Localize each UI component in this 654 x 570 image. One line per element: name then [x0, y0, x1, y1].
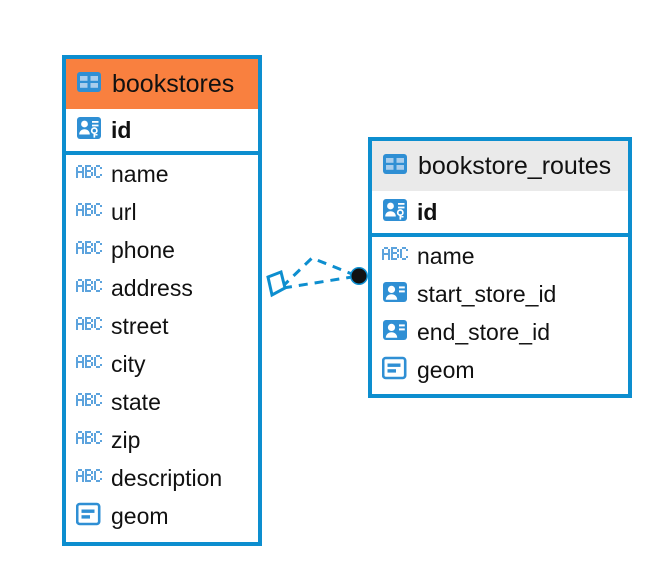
- field-label-zip: zip: [111, 426, 141, 453]
- field-label-start-store-id: start_store_id: [417, 280, 557, 307]
- field-label-city: city: [111, 350, 146, 377]
- field-row-start-store-id[interactable]: start_store_id: [372, 275, 628, 313]
- entity-bookstores-title: bookstores: [112, 69, 235, 98]
- field-row-name[interactable]: name: [66, 155, 258, 193]
- field-label-url: url: [111, 198, 137, 225]
- abc-text-icon: [76, 354, 102, 374]
- abc-text-icon: [76, 430, 102, 450]
- relationship-line-lower: [282, 275, 353, 290]
- field-label-address: address: [111, 274, 193, 301]
- field-row-zip[interactable]: zip: [66, 421, 258, 459]
- field-label-name: name: [111, 160, 169, 187]
- field-row-url[interactable]: url: [66, 193, 258, 231]
- field-row-description[interactable]: description: [66, 459, 258, 497]
- field-label-geom: geom: [417, 356, 475, 383]
- field-row-state[interactable]: state: [66, 383, 258, 421]
- entity-bookstore-routes[interactable]: bookstore_routes id: [368, 137, 632, 398]
- table-icon: [382, 153, 408, 180]
- abc-text-icon: [76, 468, 102, 488]
- relationship-line-upper: [280, 256, 353, 289]
- field-row-address[interactable]: address: [66, 269, 258, 307]
- field-row-end-store-id[interactable]: end_store_id: [372, 313, 628, 351]
- field-row-street[interactable]: street: [66, 307, 258, 345]
- abc-text-icon: [382, 246, 408, 266]
- field-label-id: id: [417, 198, 438, 225]
- entity-bookstore-routes-fields: id: [372, 191, 628, 389]
- entity-bookstores-fields: id: [66, 109, 258, 535]
- field-label-street: street: [111, 312, 169, 339]
- field-label-phone: phone: [111, 236, 175, 263]
- abc-text-icon: [76, 164, 102, 184]
- primary-key-icon: [382, 198, 408, 227]
- field-row-geom[interactable]: geom: [372, 351, 628, 389]
- foreign-key-icon: [382, 280, 408, 309]
- field-label-geom: geom: [111, 502, 169, 529]
- geometry-icon: [381, 356, 408, 385]
- polygon-marker: [266, 269, 287, 298]
- primary-key-icon: [76, 116, 102, 145]
- entity-bookstore-routes-header[interactable]: bookstore_routes: [372, 141, 628, 191]
- field-row-city[interactable]: city: [66, 345, 258, 383]
- field-label-description: description: [111, 464, 223, 491]
- field-label-name: name: [417, 242, 475, 269]
- entity-bookstore-routes-title: bookstore_routes: [418, 151, 612, 180]
- field-label-id: id: [111, 116, 132, 143]
- field-row-geom[interactable]: geom: [66, 497, 258, 535]
- abc-text-icon: [76, 202, 102, 222]
- table-icon: [76, 71, 102, 98]
- abc-text-icon: [76, 278, 102, 298]
- filled-circle-marker: [350, 267, 368, 285]
- field-row-id[interactable]: id: [372, 191, 628, 237]
- foreign-key-icon: [382, 318, 408, 347]
- entity-bookstores[interactable]: bookstores id: [62, 55, 262, 546]
- entity-bookstores-header[interactable]: bookstores: [66, 59, 258, 109]
- abc-text-icon: [76, 240, 102, 260]
- field-row-name[interactable]: name: [372, 237, 628, 275]
- field-row-phone[interactable]: phone: [66, 231, 258, 269]
- abc-text-icon: [76, 392, 102, 412]
- field-label-state: state: [111, 388, 161, 415]
- abc-text-icon: [76, 316, 102, 336]
- field-row-id[interactable]: id: [66, 109, 258, 155]
- field-label-end-store-id: end_store_id: [417, 318, 550, 345]
- geometry-icon: [75, 502, 102, 531]
